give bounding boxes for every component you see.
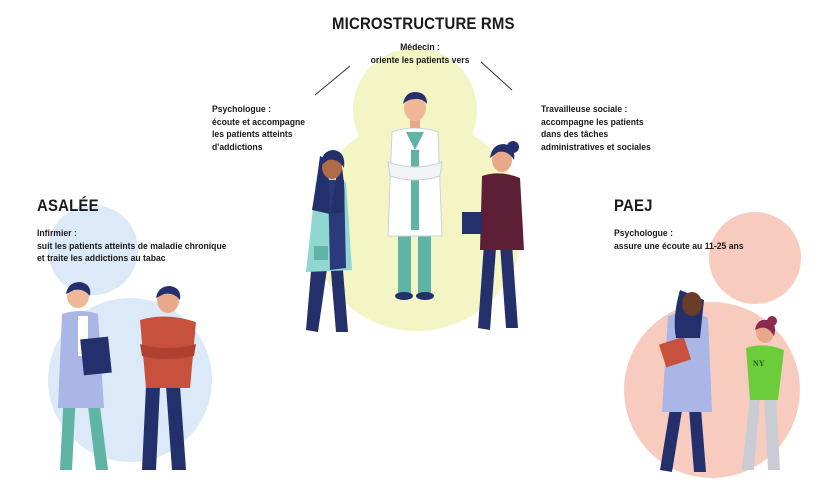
paej-psychologist-figure bbox=[658, 290, 712, 472]
teen-shirt-text: NY bbox=[753, 359, 765, 368]
patient-figure bbox=[140, 286, 196, 470]
psychologist-figure bbox=[306, 150, 352, 332]
right-group-title: PAEJ bbox=[614, 196, 653, 215]
nurse-role: Infirmier : suit les patients atteints d… bbox=[37, 228, 227, 266]
psychologist-role-text-3: d'addictions bbox=[212, 141, 263, 153]
social-worker-role-title: Travailleuse sociale : bbox=[541, 104, 628, 115]
connector-right bbox=[480, 61, 513, 91]
social-worker-figure bbox=[462, 141, 524, 330]
connector-left bbox=[314, 65, 351, 96]
psychologist-role-title: Psychologue : bbox=[212, 104, 272, 115]
social-worker-role-text-3: administratives et sociales bbox=[541, 141, 651, 153]
social-worker-role-text-1: accompagne les patients bbox=[541, 116, 644, 128]
paej-psychologist-role: Psychologue : assure une écoute au 11-25… bbox=[614, 228, 744, 253]
nurse-figure bbox=[58, 282, 112, 470]
nurse-role-title: Infirmier : bbox=[37, 228, 77, 239]
nurse-role-text-2: et traite les addictions au tabac bbox=[37, 253, 166, 264]
center-group-title: MICROSTRUCTURE RMS bbox=[332, 14, 515, 33]
psychologist-role: Psychologue : écoute et accompagne les p… bbox=[212, 104, 305, 154]
doctor-role-title: Médecin : bbox=[400, 42, 440, 53]
teen-figure bbox=[742, 316, 784, 470]
paej-psychologist-role-title: Psychologue : bbox=[614, 228, 674, 239]
doctor-role: Médecin : oriente les patients vers bbox=[353, 42, 488, 67]
psychologist-role-text-1: écoute et accompagne bbox=[212, 116, 306, 128]
doctor-figure bbox=[387, 92, 443, 300]
social-worker-role: Travailleuse sociale : accompagne les pa… bbox=[541, 104, 651, 154]
nurse-role-text-1: suit les patients atteints de maladie ch… bbox=[37, 240, 227, 252]
social-worker-role-text-2: dans des tâches bbox=[541, 129, 609, 140]
psychologist-role-text-2: les patients atteints bbox=[212, 129, 293, 140]
doctor-role-text: oriente les patients vers bbox=[370, 54, 470, 66]
left-group-title: ASALÉE bbox=[37, 196, 99, 215]
paej-psychologist-role-text: assure une écoute au 11-25 ans bbox=[614, 240, 744, 252]
